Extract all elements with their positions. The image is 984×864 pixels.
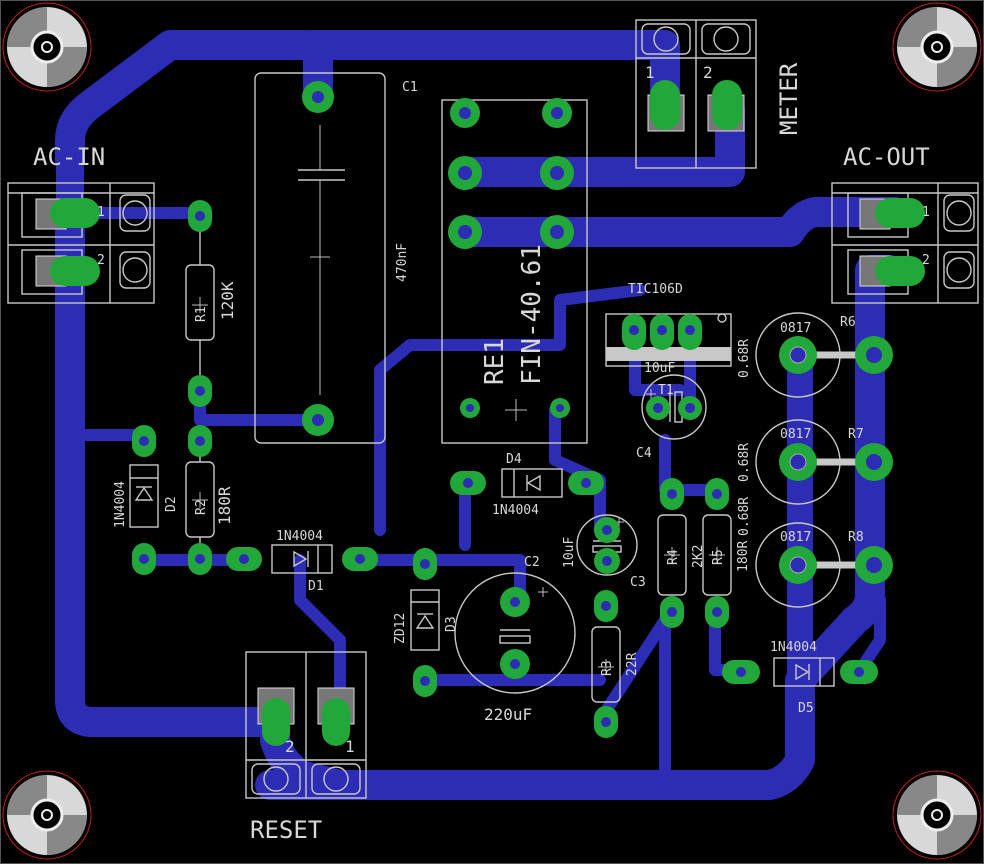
trace-d1-reset xyxy=(294,554,346,718)
resistor-r2 xyxy=(185,425,215,575)
ac-in-pin2-label: 2 xyxy=(97,253,105,268)
mounting-hole-br xyxy=(892,770,982,860)
trace-relay-c3 xyxy=(549,404,606,536)
resistor-r1 xyxy=(185,200,215,407)
resistor-r5 xyxy=(702,478,732,628)
label-r1: R1 xyxy=(194,306,209,322)
label-reset: RESET xyxy=(250,816,322,844)
capacitor-c3 xyxy=(576,514,638,576)
diode-d1 xyxy=(226,544,378,574)
terminal-reset: 2 1 xyxy=(245,651,367,799)
diode-d2 xyxy=(129,425,159,575)
trace-acin-top xyxy=(55,30,670,175)
label-ac-in: AC-IN xyxy=(33,143,105,171)
trace-acin-reset xyxy=(55,200,290,737)
mounting-hole-tl xyxy=(2,2,92,92)
label-r6: R6 xyxy=(840,315,856,330)
mounting-hole-bl xyxy=(2,770,92,860)
label-tic106d: TIC106D xyxy=(628,282,683,297)
label-c1: C1 xyxy=(402,80,418,95)
label-c4-value: 10uF xyxy=(644,361,675,376)
label-r3: R3 xyxy=(600,660,615,676)
capacitor-c1 xyxy=(254,72,386,444)
label-re1: RE1 xyxy=(480,338,510,385)
label-t1: T1 xyxy=(658,383,674,398)
label-r8-part: 0817 xyxy=(780,530,811,545)
label-c2-value: 220uF xyxy=(484,705,532,724)
diode-d4 xyxy=(450,468,604,498)
label-d5-value: 1N4004 xyxy=(770,640,817,655)
reset-pin1-label: 1 xyxy=(345,737,355,756)
label-r7-part: 0817 xyxy=(780,427,811,442)
label-relay-model: FIN-40.61 xyxy=(517,244,547,385)
label-c3: C3 xyxy=(630,575,646,590)
capacitor-c2 xyxy=(454,572,576,694)
trace-d5-r8 xyxy=(854,594,886,676)
label-c4: C4 xyxy=(636,446,652,461)
terminal-ac-in: 1 2 xyxy=(7,182,155,304)
label-r4-value: 2K2 xyxy=(691,545,706,568)
resistor-r6 xyxy=(755,312,893,398)
label-r5: R5 xyxy=(711,549,726,565)
label-d1: D1 xyxy=(308,579,324,594)
resistor-r8 xyxy=(755,522,893,608)
diode-d5 xyxy=(722,657,878,687)
label-r6-part: 0817 xyxy=(780,321,811,336)
label-r2: R2 xyxy=(194,499,209,515)
label-r1-value: 120K xyxy=(218,281,237,320)
label-d2: D2 xyxy=(164,496,179,512)
ac-out-pin1-label: 1 xyxy=(922,205,930,220)
resistor-r4 xyxy=(657,478,687,628)
label-d5: D5 xyxy=(798,701,814,716)
label-d3-value: ZD12 xyxy=(393,613,408,644)
label-d1-value: 1N4004 xyxy=(276,529,323,544)
label-r7-value: 0.68R xyxy=(737,443,752,482)
label-r7: R7 xyxy=(848,427,864,442)
resistor-r7 xyxy=(755,419,893,505)
mounting-hole-tr xyxy=(892,2,982,92)
reset-pin2-label: 2 xyxy=(285,737,295,756)
label-d4-value: 1N4004 xyxy=(492,503,539,518)
trace-relay-acout xyxy=(450,197,910,247)
label-r6-value: 0.68R xyxy=(737,339,752,378)
label-r8-value: 0.68R xyxy=(737,497,752,536)
label-c1-value: 470nF xyxy=(395,243,410,282)
label-r2-value: 180R xyxy=(215,486,234,525)
label-ac-out: AC-OUT xyxy=(843,143,930,171)
label-d4: D4 xyxy=(506,452,522,467)
trace-relay-coil xyxy=(374,284,646,536)
terminal-ac-out: 1 2 xyxy=(831,182,979,304)
label-r4: R4 xyxy=(666,549,681,565)
label-d2-value: 1N4004 xyxy=(113,481,128,528)
relay-re1 xyxy=(441,98,588,444)
ac-out-pin2-label: 2 xyxy=(922,253,930,268)
terminal-meter: 1 2 xyxy=(635,19,757,169)
label-c3-value: 10uF xyxy=(562,537,577,568)
meter-pin1-label: 1 xyxy=(645,63,655,82)
thyristor-t1 xyxy=(605,313,732,367)
label-r8: R8 xyxy=(848,530,864,545)
zener-d3 xyxy=(410,548,440,697)
ac-in-pin1-label: 1 xyxy=(97,205,105,220)
label-meter: METER xyxy=(775,62,803,135)
capacitor-c4 xyxy=(641,374,707,440)
resistor-r3 xyxy=(591,590,621,738)
label-c2: C2 xyxy=(524,555,540,570)
label-r5-value: 180R xyxy=(736,541,751,572)
meter-pin2-label: 2 xyxy=(703,63,713,82)
label-r3-value: 22R xyxy=(625,652,640,676)
